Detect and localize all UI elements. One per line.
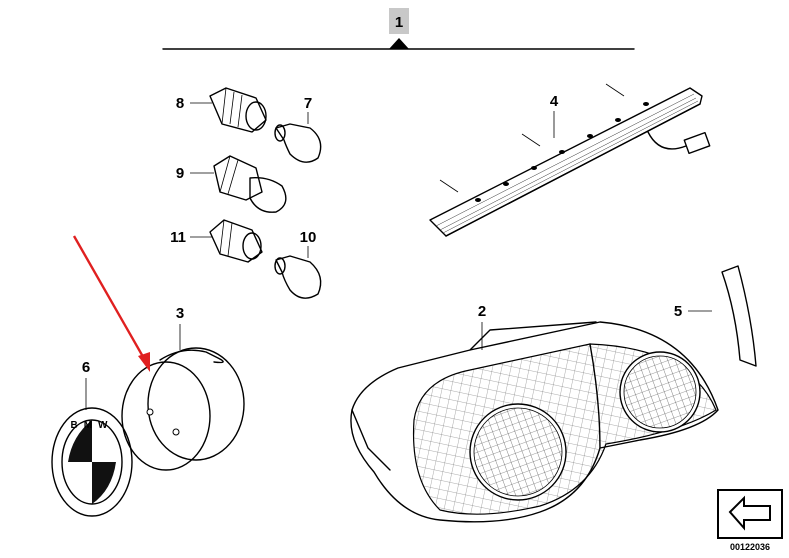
red-arrow (72, 235, 150, 372)
arrow-icon (728, 495, 771, 531)
emblem-lettering: BMW (71, 420, 114, 431)
emblem-6: 6 BMW (51, 359, 133, 517)
callout-10: 10 (300, 229, 317, 246)
callout-3: 3 (176, 305, 184, 322)
callout-8: 8 (176, 95, 184, 112)
socket-11: 11 (170, 219, 263, 263)
callout-11: 11 (170, 229, 186, 246)
callout-2: 2 (478, 303, 486, 320)
bulb-10: 10 (274, 229, 322, 299)
callout-4: 4 (550, 93, 559, 110)
tail-light-2: 2 (350, 303, 719, 523)
socket-8: 8 (176, 87, 267, 133)
callout-1: 1 (395, 14, 403, 31)
callout-1-box (389, 8, 409, 34)
callout-7: 7 (304, 95, 312, 112)
reference-number: 00122036 (730, 542, 770, 552)
callout-9: 9 (176, 165, 184, 182)
callout-5: 5 (674, 303, 682, 320)
lamp-3: 3 (121, 305, 245, 471)
strip-5: 5 (674, 265, 757, 367)
socket-9: 9 (176, 155, 287, 213)
bulb-7: 7 (274, 95, 322, 163)
callout-1-group: 1 (162, 8, 635, 50)
brake-light-4: 4 (429, 83, 711, 237)
assembly-line-notch (389, 38, 409, 49)
reference-box: 00122036 (717, 489, 783, 552)
callout-6: 6 (82, 359, 90, 376)
